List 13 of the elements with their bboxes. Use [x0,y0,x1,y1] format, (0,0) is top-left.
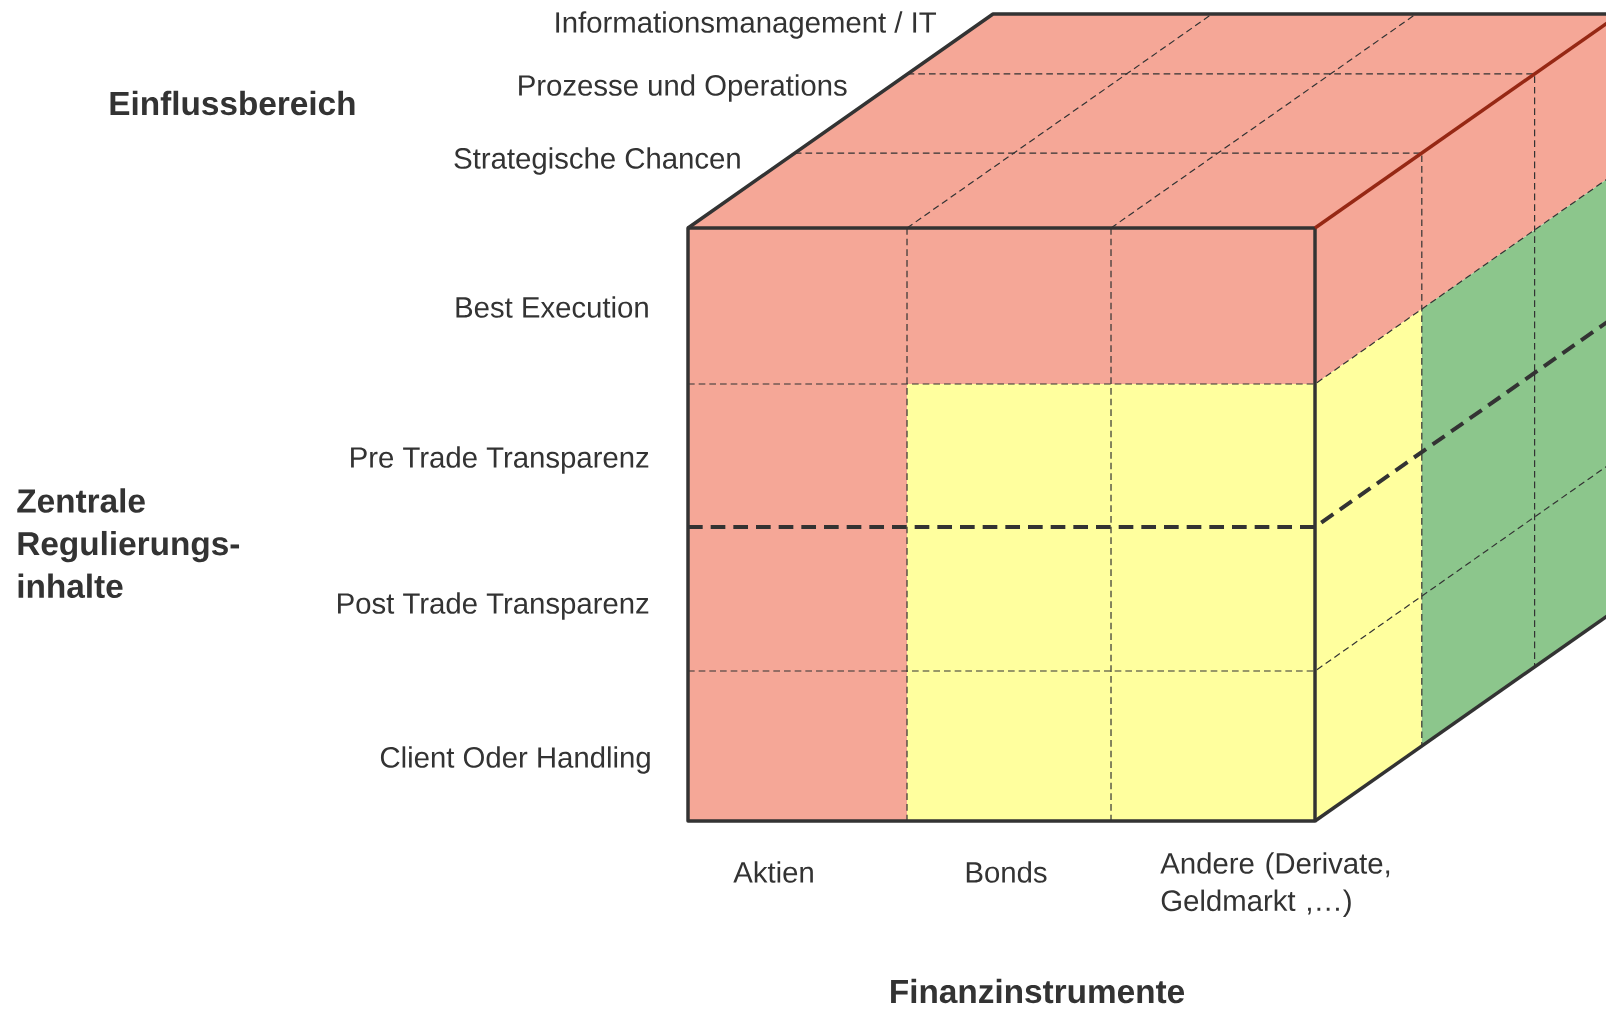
depth-label: Strategische Chancen [454,147,740,175]
depth-label: Informationsmanagement / IT [556,11,936,39]
row-label: Pre Trade Transparenz [351,446,649,474]
column-label: Bonds [966,861,1047,883]
row-label: Post Trade Transparenz [338,592,649,620]
axis-title: Einflussbereich [110,90,355,116]
row-label: Best Execution [456,296,648,318]
axis-title: Finanzinstrumente [891,978,1185,1004]
axis-title: Zentrale Regulierungs- inhalte [17,488,240,599]
column-label: Andere (Derivate, Geldmarkt ,…) [1160,852,1390,917]
depth-label: Prozesse und Operations [519,74,847,102]
column-label: Aktien [733,861,813,883]
row-label: Client Oder Handling [380,746,650,774]
